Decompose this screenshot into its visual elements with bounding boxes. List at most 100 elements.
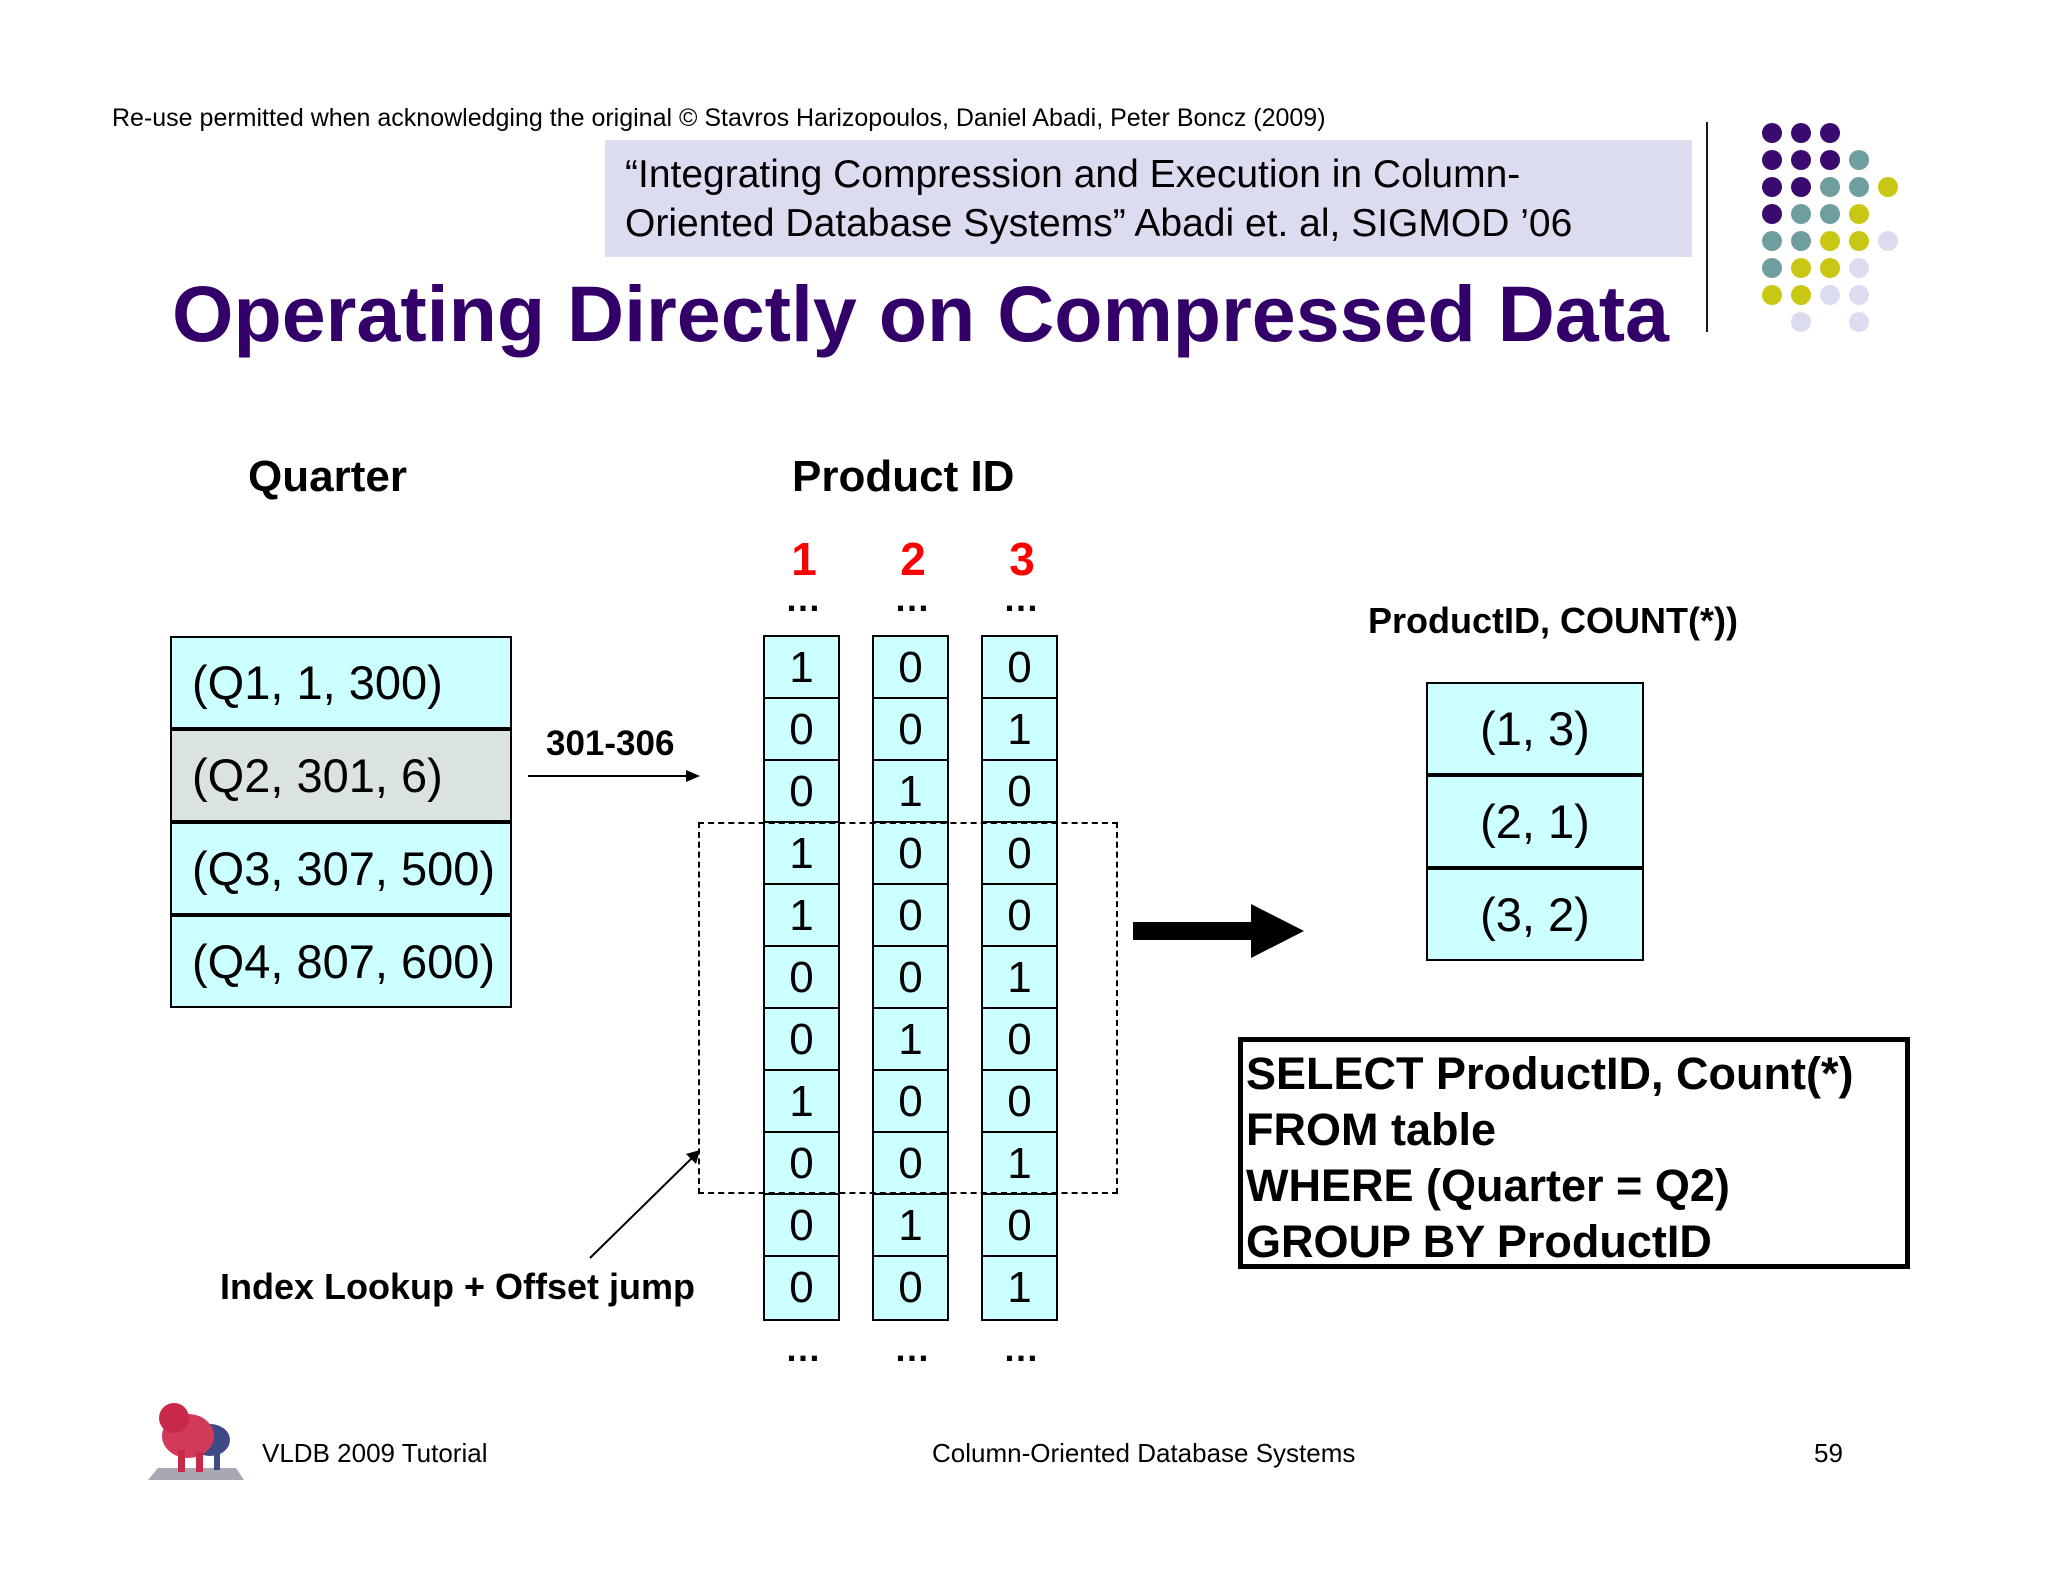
- result-row: (2, 1): [1426, 775, 1644, 868]
- decorative-dot: [1820, 285, 1840, 305]
- result-arrow: [1133, 904, 1304, 958]
- slide-title: Operating Directly on Compressed Data: [172, 269, 1669, 358]
- product-column-number: 1: [791, 533, 817, 585]
- decorative-dot: [1849, 258, 1869, 278]
- result-row: (1, 3): [1426, 682, 1644, 775]
- decorative-dot: [1849, 231, 1869, 251]
- quarter-row: (Q4, 807, 600): [170, 915, 512, 1008]
- bit-cell: 0: [874, 1071, 947, 1133]
- decorative-dot: [1791, 312, 1811, 332]
- ellipsis-top: …: [894, 578, 932, 619]
- decorative-dot: [1791, 285, 1811, 305]
- decorative-dot: [1820, 258, 1840, 278]
- bit-cell: 0: [789, 1263, 814, 1312]
- decorative-dot: [1762, 123, 1782, 143]
- sql-query-box: SELECT ProductID, Count(*) FROM table WH…: [1238, 1037, 1910, 1269]
- range-arrow: [528, 770, 700, 782]
- decorative-dot: [1791, 150, 1811, 170]
- result-row: (3, 2): [1426, 868, 1644, 961]
- decorative-dot: [1849, 150, 1869, 170]
- decorative-dot: [1762, 150, 1782, 170]
- decorative-dot: [1878, 231, 1898, 251]
- decorative-dot: [1820, 123, 1840, 143]
- decorative-dot: [1849, 204, 1869, 224]
- bit-cell: 0: [983, 885, 1056, 947]
- ellipsis-top: …: [1003, 578, 1041, 619]
- decorative-dot: [1820, 177, 1840, 197]
- decorative-dot: [1762, 177, 1782, 197]
- bit-cell: 0: [983, 1071, 1056, 1133]
- bit-cell: 0: [765, 1133, 838, 1195]
- decorative-dot: [1762, 231, 1782, 251]
- citation-line: “Integrating Compression and Execution i…: [625, 153, 1521, 196]
- decorative-dot: [1791, 204, 1811, 224]
- copyright-notice: Re-use permitted when acknowledging the …: [112, 104, 1326, 132]
- bit-cell: 0: [874, 699, 947, 761]
- result-heading: ProductID, COUNT(*)): [1368, 600, 1738, 641]
- decorative-dot: [1849, 285, 1869, 305]
- bit-cell: 1: [765, 637, 838, 699]
- ellipsis-bottom: …: [785, 1328, 823, 1369]
- bit-cell: 0: [874, 637, 947, 699]
- bit-cell: 0: [874, 947, 947, 1009]
- decorative-dot: [1878, 177, 1898, 197]
- sql-line: FROM table: [1246, 1104, 1497, 1155]
- bit-cell: 0: [898, 1263, 923, 1312]
- footer-event: VLDB 2009 Tutorial: [262, 1438, 488, 1468]
- product-column-number: 2: [900, 533, 926, 585]
- sql-line: GROUP BY ProductID: [1246, 1216, 1712, 1267]
- index-lookup-label: Index Lookup + Offset jump: [220, 1266, 696, 1307]
- bit-cell: 1: [765, 1071, 838, 1133]
- lion-logo: [148, 1403, 244, 1480]
- decorative-dot: [1791, 177, 1811, 197]
- citation-box: “Integrating Compression and Execution i…: [605, 140, 1692, 257]
- bit-cell: 0: [983, 1009, 1056, 1071]
- bit-cell: 0: [874, 885, 947, 947]
- bit-cell: 1: [874, 1009, 947, 1071]
- range-label: 301-306: [546, 724, 675, 763]
- quarter-row: (Q3, 307, 500): [170, 822, 512, 915]
- header-divider: [1706, 122, 1708, 332]
- bit-cell: 1: [765, 823, 838, 885]
- bit-cell: 0: [983, 1195, 1056, 1257]
- sql-line: SELECT ProductID, Count(*): [1246, 1048, 1854, 1099]
- decorative-dot: [1762, 258, 1782, 278]
- bit-cell: 0: [765, 1195, 838, 1257]
- decorative-dot: [1762, 285, 1782, 305]
- quarter-row: (Q1, 1, 300): [170, 636, 512, 729]
- bit-cell: 0: [765, 699, 838, 761]
- quarter-heading: Quarter: [248, 452, 407, 501]
- decorative-dot: [1820, 204, 1840, 224]
- citation-line: Oriented Database Systems” Abadi et. al,…: [625, 202, 1573, 245]
- product-id-heading: Product ID: [792, 452, 1015, 501]
- decorative-dot: [1791, 123, 1811, 143]
- decorative-dot: [1820, 150, 1840, 170]
- bit-cell: 0: [874, 1133, 947, 1195]
- ellipsis-top: …: [785, 578, 823, 619]
- decorative-dot: [1849, 177, 1869, 197]
- bit-cell: 1: [983, 699, 1056, 761]
- quarter-row-selected: (Q2, 301, 6): [170, 729, 512, 822]
- ellipsis-bottom: …: [894, 1328, 932, 1369]
- index-lookup-arrow: [589, 1150, 700, 1259]
- page-number: 59: [1814, 1438, 1843, 1468]
- bit-cell: 0: [874, 823, 947, 885]
- selected-range-box: [698, 822, 1118, 1194]
- bit-cell: 1: [983, 947, 1056, 1009]
- bit-cell: 1: [1007, 1263, 1032, 1312]
- bit-cell: 0: [983, 637, 1056, 699]
- ellipsis-bottom: …: [1003, 1328, 1041, 1369]
- bit-cell: 1: [874, 1195, 947, 1257]
- bit-cell: 0: [983, 823, 1056, 885]
- decorative-dot: [1791, 258, 1811, 278]
- footer-topic: Column-Oriented Database Systems: [932, 1438, 1356, 1468]
- decorative-dot: [1820, 231, 1840, 251]
- sql-line: WHERE (Quarter = Q2): [1246, 1160, 1730, 1211]
- bit-cell: 1: [983, 1133, 1056, 1195]
- decorative-dot: [1762, 204, 1782, 224]
- bit-cell: 1: [765, 885, 838, 947]
